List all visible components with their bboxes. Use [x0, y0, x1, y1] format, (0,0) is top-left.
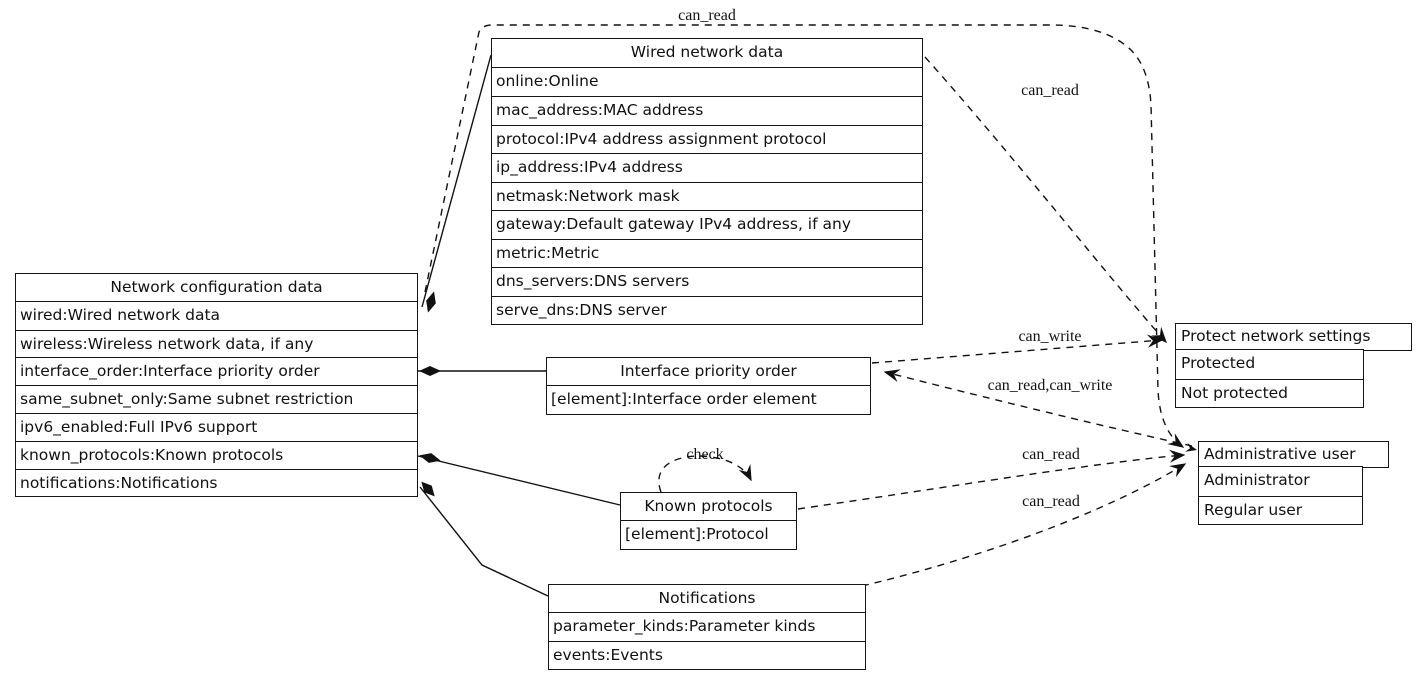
- attribute-row: netmask:Network mask: [492, 181, 922, 211]
- attribute-row: known_protocols:Known protocols: [16, 440, 417, 469]
- attribute-row: Administrator: [1204, 471, 1310, 490]
- arrowhead-icon: [1185, 442, 1197, 452]
- attribute-row: interface_order:Interface priority order: [16, 357, 417, 385]
- edge-known-protocols-composition: [417, 455, 621, 506]
- edge-label-can-read-top: can_read: [678, 7, 736, 24]
- node-title: Network configuration data: [16, 274, 417, 302]
- edge-known-can-read: [797, 449, 1186, 510]
- composition-diamond-icon: [419, 366, 441, 376]
- node-known-protocols: Known protocols [element]:Protocol: [620, 492, 797, 550]
- attribute-row: ip_address:IPv4 address: [492, 153, 922, 182]
- attribute-row: online:Online: [496, 71, 599, 90]
- attribute-row: Not protected: [1176, 378, 1363, 407]
- node-rows: [element]:Interface order element: [547, 386, 870, 414]
- edge-interface-can-read-write: [883, 369, 1193, 447]
- node-rows: [element]:Protocol: [621, 521, 796, 549]
- edge-label-can-read-notifications: can_read: [1022, 493, 1080, 510]
- edge-config-can-read: [424, 24, 1185, 448]
- edge-check-self-loop: [658, 455, 752, 493]
- attribute-row: ipv6_enabled:Full IPv6 support: [16, 412, 417, 441]
- attribute-row: wired:Wired network data: [20, 305, 221, 324]
- attribute-row: protocol:IPv4 address assignment protoco…: [492, 124, 922, 154]
- edge-label-check: check: [686, 446, 723, 463]
- attribute-row: Regular user: [1199, 495, 1362, 524]
- node-rows: parameter_kinds:Parameter kinds events:Ev…: [549, 613, 865, 669]
- attribute-row: metric:Metric: [492, 238, 922, 268]
- attribute-row: wireless:Wireless network data, if any: [16, 329, 417, 358]
- attribute-row: Protected: [1181, 354, 1256, 373]
- edge-notifications-composition: [419, 486, 549, 597]
- attribute-row: serve_dns:DNS server: [492, 295, 922, 325]
- attribute-row: notifications:Notifications: [16, 468, 417, 497]
- node-wired-network-data: Wired network data online:Online mac_addr…: [491, 38, 923, 325]
- edge-interface-can-write: [871, 334, 1164, 364]
- edge-label-can-read-known: can_read: [1022, 446, 1080, 463]
- node-protect-network-settings-title: Protect network settings: [1175, 323, 1412, 351]
- node-title: Notifications: [549, 585, 865, 613]
- edge-notifications-can-read: [861, 463, 1187, 587]
- edge-label-can-write: can_write: [1018, 328, 1081, 345]
- composition-diamond-icon: [426, 291, 436, 313]
- node-title: Interface priority order: [547, 358, 870, 386]
- node-notifications: Notifications parameter_kinds:Parameter …: [548, 584, 866, 670]
- attribute-row: same_subnet_only:Same subnet restriction: [16, 385, 417, 413]
- edge-wired-composition: [421, 54, 492, 308]
- attribute-row: parameter_kinds:Parameter kinds: [553, 617, 816, 635]
- node-title: Wired network data: [492, 39, 922, 68]
- edge-label-can-read-wired: can_read: [1021, 82, 1079, 99]
- edge-label-can-read-can-write: can_read,can_write: [988, 377, 1113, 394]
- attribute-row: [element]:Interface order element: [551, 390, 817, 408]
- node-network-configuration-data: Network configuration data wired:Wired n…: [15, 273, 418, 498]
- attribute-row: dns_servers:DNS servers: [492, 267, 922, 296]
- attribute-row: mac_address:MAC address: [492, 96, 922, 125]
- attribute-row: events:Events: [549, 641, 865, 669]
- edge-wired-can-read: [924, 56, 1167, 344]
- composition-diamond-icon: [419, 453, 441, 463]
- node-interface-priority-order: Interface priority order [element]:Inter…: [546, 357, 871, 415]
- attribute-row: [element]:Protocol: [625, 525, 769, 543]
- composition-diamond-icon: [421, 481, 435, 497]
- node-administrative-user-title: Administrative user: [1198, 441, 1389, 468]
- node-rows: wired:Wired network data wireless:Wireles…: [16, 302, 417, 497]
- attribute-row: gateway:Default gateway IPv4 address, if…: [492, 210, 922, 239]
- node-title: Known protocols: [621, 493, 796, 521]
